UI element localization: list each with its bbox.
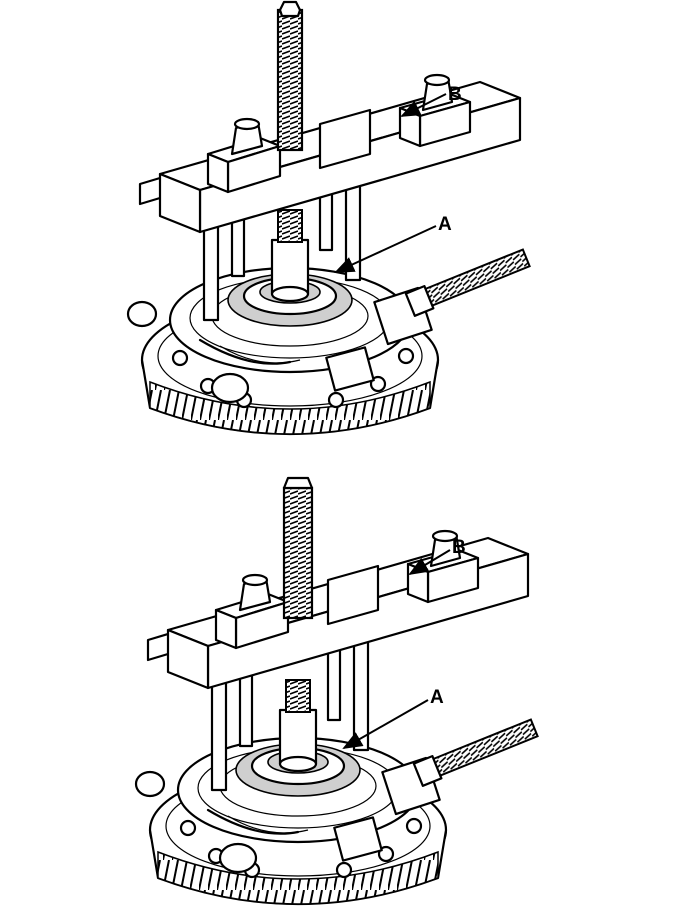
bottom-label-a: A — [430, 687, 444, 708]
top-callout-a: A — [334, 214, 452, 273]
bottom-callout-a: A — [342, 687, 444, 749]
top-callout-b: B — [400, 84, 462, 117]
top-puller-figure — [126, 0, 532, 436]
top-label-a: A — [438, 214, 452, 235]
top-label-b: B — [448, 84, 462, 105]
bottom-puller-figure — [134, 476, 540, 906]
bottom-label-b: B — [452, 537, 466, 558]
bottom-callout-b: B — [408, 537, 466, 576]
